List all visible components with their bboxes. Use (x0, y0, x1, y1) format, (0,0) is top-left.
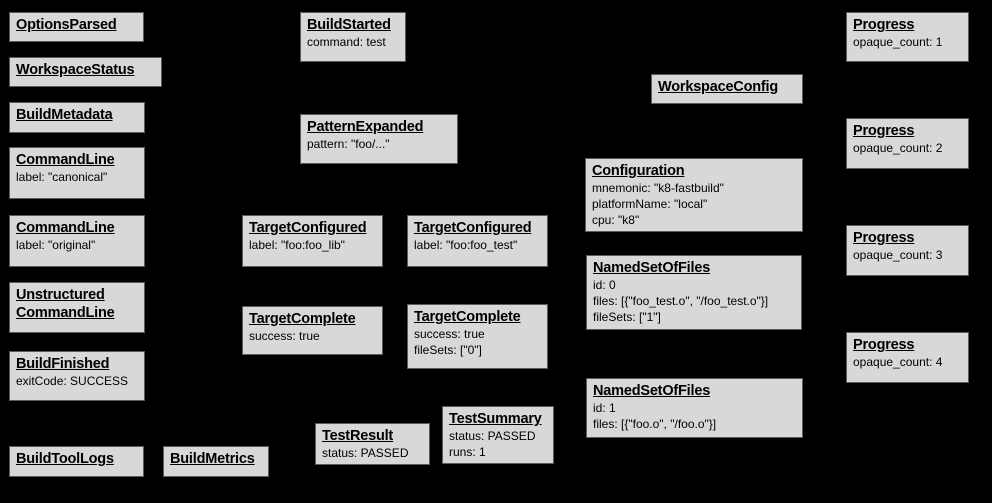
node-field: pattern: "foo/..." (307, 137, 390, 151)
node-field: opaque_count: 2 (853, 141, 943, 155)
node-target-configured-test: TargetConfigured label: "foo:foo_test" (407, 215, 548, 267)
node-title: TargetComplete (414, 309, 521, 325)
node-field: label: "canonical" (16, 170, 108, 184)
node-field: exitCode: SUCCESS (16, 374, 129, 388)
node-title: Progress (853, 337, 915, 353)
node-test-result: TestResult status: PASSED (315, 423, 430, 465)
node-field: label: "foo:foo_lib" (249, 238, 345, 252)
node-field: opaque_count: 3 (853, 248, 943, 262)
node-configuration: Configuration mnemonic: "k8-fastbuild" p… (585, 158, 803, 232)
node-workspace-config: WorkspaceConfig (651, 74, 803, 104)
node-build-metrics: BuildMetrics (163, 446, 269, 477)
node-field: fileSets: ["0"] (414, 343, 482, 357)
node-title: WorkspaceStatus (16, 62, 135, 78)
node-title: BuildFinished (16, 356, 110, 372)
node-title: PatternExpanded (307, 119, 424, 135)
node-title: WorkspaceConfig (658, 79, 779, 95)
node-field: mnemonic: "k8-fastbuild" (592, 181, 724, 195)
node-title: TestSummary (449, 411, 542, 427)
node-title: TargetConfigured (414, 220, 532, 236)
node-field: success: true (414, 327, 485, 341)
node-title: Progress (853, 230, 915, 246)
node-build-metadata: BuildMetadata (9, 102, 145, 133)
node-field: status: PASSED (322, 446, 409, 460)
node-field: files: [{"foo.o", "/foo.o"}] (593, 417, 717, 431)
node-title: CommandLine (16, 152, 115, 168)
node-command-line-original: CommandLine label: "original" (9, 215, 145, 267)
node-field: runs: 1 (449, 445, 486, 459)
node-field: label: "original" (16, 238, 96, 252)
node-unstructured-command-line: Unstructured CommandLine (9, 282, 145, 333)
node-progress-3: Progress opaque_count: 3 (846, 225, 969, 276)
node-build-started: BuildStarted command: test (300, 12, 406, 62)
node-title: NamedSetOfFiles (593, 260, 711, 276)
node-title: BuildStarted (307, 17, 391, 33)
node-test-summary: TestSummary status: PASSED runs: 1 (442, 406, 554, 464)
node-progress-4: Progress opaque_count: 4 (846, 332, 969, 383)
node-title: Progress (853, 123, 915, 139)
node-field: status: PASSED (449, 429, 536, 443)
node-title: BuildMetrics (170, 451, 255, 467)
node-title: OptionsParsed (16, 17, 117, 33)
node-title: BuildToolLogs (16, 451, 114, 467)
node-pattern-expanded: PatternExpanded pattern: "foo/..." (300, 114, 458, 164)
node-title: BuildMetadata (16, 107, 113, 123)
node-named-set-of-files-0: NamedSetOfFiles id: 0 files: [{"foo_test… (586, 255, 802, 330)
node-command-line-canonical: CommandLine label: "canonical" (9, 147, 145, 199)
node-workspace-status: WorkspaceStatus (9, 57, 162, 87)
node-title: CommandLine (16, 220, 115, 236)
node-title: Unstructured CommandLine (16, 287, 115, 321)
node-title: TestResult (322, 428, 394, 444)
node-field: opaque_count: 1 (853, 35, 943, 49)
node-build-tool-logs: BuildToolLogs (9, 446, 144, 477)
node-build-finished: BuildFinished exitCode: SUCCESS (9, 351, 145, 401)
node-title: TargetComplete (249, 311, 356, 327)
node-target-configured-lib: TargetConfigured label: "foo:foo_lib" (242, 215, 383, 267)
node-progress-2: Progress opaque_count: 2 (846, 118, 969, 169)
node-options-parsed: OptionsParsed (9, 12, 144, 42)
node-title: TargetConfigured (249, 220, 367, 236)
node-named-set-of-files-1: NamedSetOfFiles id: 1 files: [{"foo.o", … (586, 378, 803, 438)
node-field: label: "foo:foo_test" (414, 238, 518, 252)
node-field: opaque_count: 4 (853, 355, 943, 369)
node-field: success: true (249, 329, 320, 343)
node-field: command: test (307, 35, 386, 49)
node-field: cpu: "k8" (592, 213, 640, 227)
node-title: NamedSetOfFiles (593, 383, 711, 399)
node-target-complete-lib: TargetComplete success: true (242, 306, 383, 355)
node-title: Configuration (592, 163, 685, 179)
node-title: Progress (853, 17, 915, 33)
node-field: platformName: "local" (592, 197, 708, 211)
node-target-complete-test: TargetComplete success: true fileSets: [… (407, 304, 548, 369)
node-progress-1: Progress opaque_count: 1 (846, 12, 969, 62)
node-field: files: [{"foo_test.o", "/foo_test.o"}] (593, 294, 769, 308)
node-field: id: 0 (593, 278, 616, 292)
node-field: id: 1 (593, 401, 616, 415)
node-field: fileSets: ["1"] (593, 310, 661, 324)
